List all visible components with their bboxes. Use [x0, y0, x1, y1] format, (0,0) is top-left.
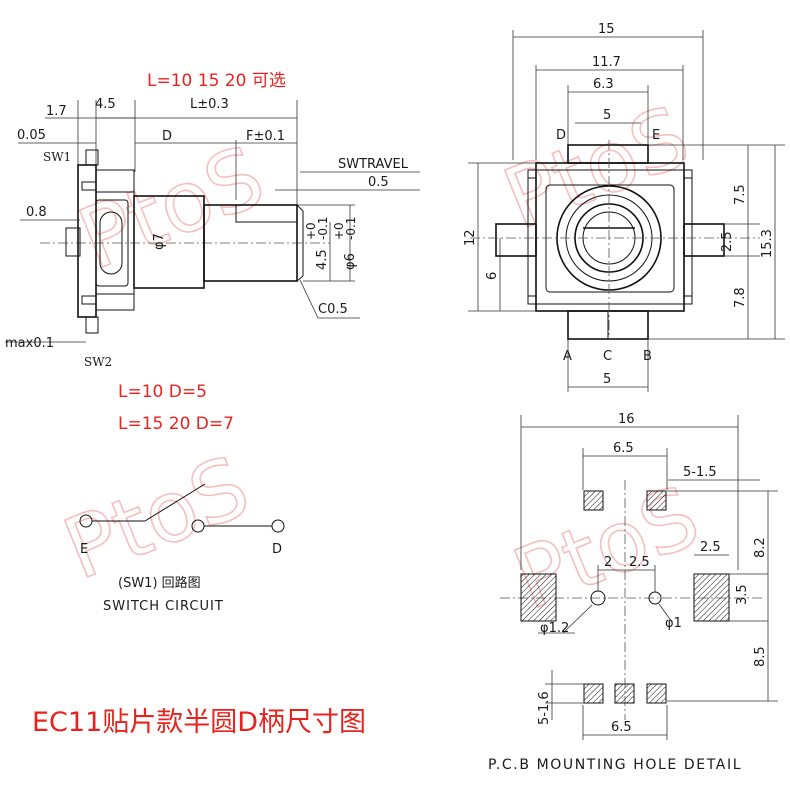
sw1-label: SW1 — [43, 150, 71, 164]
dim-phi1: φ1 — [665, 616, 682, 631]
dim-phi6-plus: +0 — [332, 222, 346, 240]
switch-circuit-cn-label: (SW1) 回路图 — [118, 575, 201, 591]
dim-6-5-bottom: 6.5 — [611, 720, 632, 735]
sw2-label: SW2 — [84, 355, 112, 369]
dim-5-1-6: 5-1.6 — [537, 691, 552, 725]
dim-8-2: 8.2 — [753, 537, 768, 558]
dim-15: 15 — [598, 22, 615, 37]
circuit-D-label: D — [272, 542, 282, 557]
drawing-caption: EC11贴片款半圆D柄尺寸图 — [32, 707, 367, 738]
dim-c0-5: C0.5 — [318, 302, 348, 317]
pin-B-label: B — [643, 349, 652, 364]
dim-0-8: 0.8 — [26, 205, 47, 220]
pcb-detail: 16 6.5 5-1.5 2 2.5 φ1.2 φ1 2.5 3.5 — [500, 412, 778, 740]
pad-top-left — [583, 490, 604, 511]
dim-15-3: 15.3 — [760, 229, 775, 258]
pad-bottom-left — [583, 683, 604, 704]
length-options-note: L=10 15 20 可选 — [147, 71, 286, 91]
watermark: PtoS — [51, 437, 262, 598]
dim-2: 2 — [604, 555, 612, 570]
dim-5-bottom: 5 — [603, 372, 611, 387]
dim-2-5-front: 2.5 — [720, 231, 735, 252]
switch-circuit: E D (SW1) 回路图 SWITCH CIRCUIT — [79, 483, 285, 614]
watermark: PtoS — [66, 127, 277, 288]
pad-bottom-right — [646, 683, 667, 704]
side-view: 1.7 4.5 L±0.3 0.05 D F±0.1 SW1 SWTRAVEL … — [5, 97, 420, 369]
dim-D: D — [162, 129, 172, 144]
dim-4-5-minus: -0.1 — [316, 217, 330, 240]
pin-C-label: C — [603, 349, 612, 364]
dim-1-7: 1.7 — [46, 104, 67, 119]
dim-6-3: 6.3 — [593, 77, 614, 92]
dim-L: L±0.3 — [190, 97, 229, 112]
dim-7-5: 7.5 — [733, 184, 748, 205]
dim-phi6-minus: -0.1 — [344, 217, 358, 240]
dim-6-5-top: 6.5 — [613, 441, 634, 456]
dim-phi7: φ7 — [152, 233, 167, 250]
dim-4-5: 4.5 — [95, 97, 116, 112]
pin-A-label: A — [563, 349, 572, 364]
pin-D-label: D — [556, 128, 566, 143]
circuit-E-label: E — [80, 542, 88, 557]
dim-3-5: 3.5 — [735, 584, 750, 605]
dim-5-1-5: 5-1.5 — [683, 465, 717, 480]
dim-phi6-tol: φ6 — [343, 253, 358, 270]
dim-5-top: 5 — [603, 108, 611, 123]
pad-bottom-center — [614, 683, 635, 704]
dim-max0-1: max0.1 — [5, 336, 54, 351]
pad-mount-right — [693, 573, 730, 622]
switch-circuit-en-label: SWITCH CIRCUIT — [103, 599, 224, 614]
dim-16: 16 — [618, 412, 635, 427]
pin-E-label: E — [652, 128, 660, 143]
sw-travel-label: SWTRAVEL — [338, 157, 409, 172]
dim-2-5-pcb: 2.5 — [629, 555, 650, 570]
dim-0-5: 0.5 — [368, 175, 389, 190]
dim-F: F±0.1 — [246, 129, 285, 144]
dim-6: 6 — [485, 272, 500, 280]
dim-7-8: 7.8 — [733, 287, 748, 308]
d-note-l10: L=10 D=5 — [118, 382, 207, 402]
dim-2-5-pad: 2.5 — [700, 540, 721, 555]
dim-phi1-2: φ1.2 — [540, 621, 569, 636]
pad-top-right — [646, 490, 667, 511]
dim-4-5-tol: 4.5 — [315, 249, 330, 270]
pcb-caption: P.C.B MOUNTING HOLE DETAIL — [488, 757, 743, 773]
d-note-l15-20: L=15 20 D=7 — [118, 414, 234, 434]
dim-8-5: 8.5 — [753, 646, 768, 667]
front-view: 15 11.7 6.3 5 D E — [463, 22, 785, 392]
dim-11-7: 11.7 — [592, 55, 621, 70]
pad-mount-left — [520, 573, 557, 622]
dim-12: 12 — [463, 229, 478, 246]
dim-4-5-plus: +0 — [304, 222, 318, 240]
dim-0-05: 0.05 — [17, 128, 46, 143]
